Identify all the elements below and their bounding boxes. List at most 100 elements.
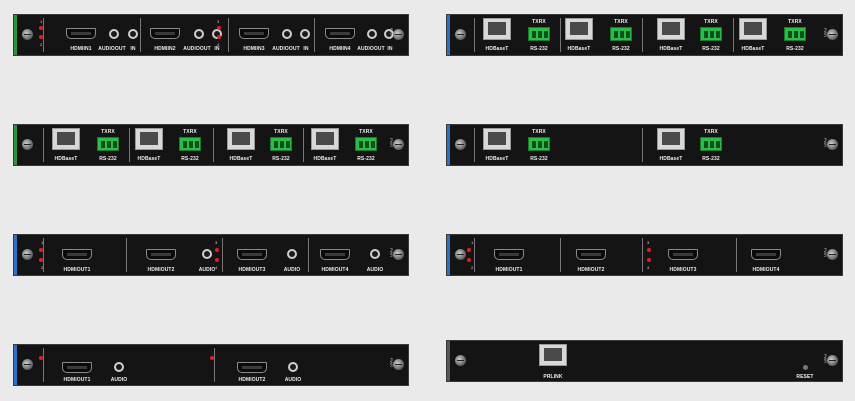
right-screw-icon[interactable]: [393, 139, 404, 150]
left-screw-icon[interactable]: [22, 139, 33, 150]
right-screw-icon[interactable]: [827, 249, 838, 260]
divider: [214, 348, 215, 382]
hdmi-out-port[interactable]: [494, 249, 524, 260]
right-screw-icon[interactable]: [393, 249, 404, 260]
hdbaset-port[interactable]: [739, 18, 767, 40]
port-label: HDMIOUT2: [147, 267, 175, 273]
txrx-label: TXRX: [704, 129, 718, 135]
status-led: [39, 248, 43, 252]
right-screw-icon[interactable]: [827, 29, 838, 40]
hdbaset-card-4port: HDBaseT TXRX RS-232 HDBaseT TXRX RS-232 …: [446, 14, 843, 56]
port-label: IN: [130, 46, 136, 52]
rs232-terminal[interactable]: [700, 137, 722, 151]
left-screw-icon[interactable]: [22, 249, 33, 260]
status-led: [39, 26, 43, 30]
audio-out-jack[interactable]: [367, 29, 377, 39]
rs232-terminal[interactable]: [528, 137, 550, 151]
hdmi-out-port[interactable]: [146, 249, 176, 260]
audio-out-jack[interactable]: [109, 29, 119, 39]
audio-jack[interactable]: [202, 249, 212, 259]
status-led: [215, 248, 219, 252]
left-screw-icon[interactable]: [455, 29, 466, 40]
left-screw-icon[interactable]: [455, 139, 466, 150]
audio-in-jack[interactable]: [300, 29, 310, 39]
rs232-terminal[interactable]: [270, 137, 292, 151]
rs232-terminal[interactable]: [700, 27, 722, 41]
divider: [129, 128, 130, 162]
rs232-terminal[interactable]: [179, 137, 201, 151]
divider: [43, 348, 44, 382]
audio-out-jack[interactable]: [194, 29, 204, 39]
port-label: AUDIOOUT: [272, 46, 300, 52]
hdbaset-port[interactable]: [483, 128, 511, 150]
divider: [43, 238, 44, 272]
prlink-port[interactable]: [539, 344, 567, 366]
right-screw-icon[interactable]: [393, 29, 404, 40]
left-screw-icon[interactable]: [22, 359, 33, 370]
audio-in-jack[interactable]: [128, 29, 138, 39]
hdbaset-port[interactable]: [565, 18, 593, 40]
divider: [560, 238, 561, 272]
divider: [222, 238, 223, 272]
hdbaset-port[interactable]: [52, 128, 80, 150]
hdbaset-port[interactable]: [657, 128, 685, 150]
divider: [736, 238, 737, 272]
port-label: RS-232: [786, 46, 804, 52]
port-label: HDMIOUT2: [238, 377, 266, 383]
hdmi-out-port[interactable]: [62, 249, 92, 260]
divider: [308, 238, 309, 272]
left-screw-icon[interactable]: [455, 249, 466, 260]
port-label: HDBaseT: [485, 156, 509, 162]
txrx-label: TXRX: [274, 129, 288, 135]
hdmi-in-port[interactable]: [239, 28, 269, 39]
right-screw-icon[interactable]: [827, 139, 838, 150]
hdbaset-port[interactable]: [657, 18, 685, 40]
hdmi-out-port[interactable]: [237, 362, 267, 373]
rs232-terminal[interactable]: [610, 27, 632, 41]
reset-button[interactable]: [803, 365, 808, 370]
hdbaset-port[interactable]: [135, 128, 163, 150]
port-label: HDMIOUT2: [577, 267, 605, 273]
divider: [474, 128, 475, 162]
left-screw-icon[interactable]: [22, 29, 33, 40]
port-label: RS-232: [702, 46, 720, 52]
txrx-label: TXRX: [788, 19, 802, 25]
hdmi-out-port[interactable]: [62, 362, 92, 373]
hdmi-in-port[interactable]: [325, 28, 355, 39]
audio-jack[interactable]: [287, 249, 297, 259]
hdmi-out-port[interactable]: [576, 249, 606, 260]
audio-jack[interactable]: [370, 249, 380, 259]
right-screw-icon[interactable]: [393, 359, 404, 370]
hdmi-in-port[interactable]: [66, 28, 96, 39]
audio-jack[interactable]: [114, 362, 124, 372]
audio-jack[interactable]: [288, 362, 298, 372]
rs232-terminal[interactable]: [528, 27, 550, 41]
port-label: AUDIOOUT: [357, 46, 385, 52]
led-number: 1: [41, 240, 44, 245]
port-label: HDMIIN3: [243, 46, 265, 52]
right-screw-icon[interactable]: [827, 355, 838, 366]
port-label: HDMIOUT1: [495, 267, 523, 273]
status-led: [39, 356, 43, 360]
left-screw-icon[interactable]: [455, 355, 466, 366]
rs232-terminal[interactable]: [784, 27, 806, 41]
hdmi-out-port[interactable]: [320, 249, 350, 260]
hdbaset-port[interactable]: [311, 128, 339, 150]
led-number: 4: [215, 265, 218, 270]
card-edge: [14, 235, 17, 275]
hdmi-in-port[interactable]: [150, 28, 180, 39]
port-label: RS-232: [357, 156, 375, 162]
rs232-terminal[interactable]: [97, 137, 119, 151]
status-led: [467, 248, 471, 252]
hdmi-out-port[interactable]: [237, 249, 267, 260]
rs232-terminal[interactable]: [355, 137, 377, 151]
hdbaset-port[interactable]: [483, 18, 511, 40]
hdbaset-port[interactable]: [227, 128, 255, 150]
port-label: PRLINK: [543, 374, 563, 380]
port-label: RS-232: [530, 156, 548, 162]
audio-out-jack[interactable]: [282, 29, 292, 39]
divider: [43, 128, 44, 162]
hdmi-out-port[interactable]: [668, 249, 698, 260]
status-led: [647, 258, 651, 262]
hdmi-out-port[interactable]: [751, 249, 781, 260]
